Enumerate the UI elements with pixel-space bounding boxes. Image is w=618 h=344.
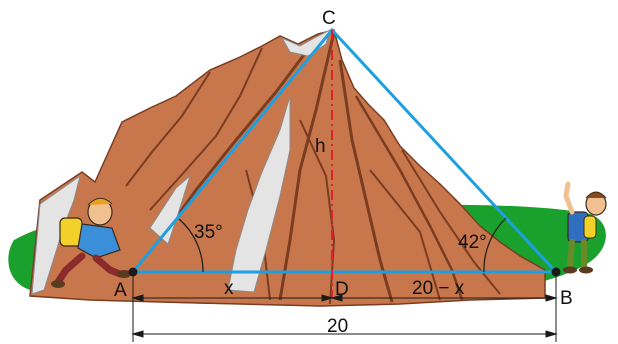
triangle-abc (129, 27, 560, 274)
snow-patch-left (31, 174, 81, 295)
hiker-left-illustration (51, 197, 131, 288)
angle-arc-a (178, 218, 204, 273)
point-b-dot (551, 267, 561, 277)
hiker-right-illustration (563, 181, 607, 274)
label-point-c: C (322, 8, 336, 29)
snow-patch-large (227, 95, 291, 293)
label-segment-x: x (224, 278, 234, 299)
label-angle-a: 35° (194, 222, 223, 243)
label-base-20: 20 (327, 316, 348, 337)
dimension-x (131, 294, 334, 302)
label-point-b: B (560, 288, 573, 309)
angle-arc-b (483, 217, 507, 273)
label-point-d: D (335, 279, 349, 300)
label-height-h: h (315, 136, 326, 157)
mountain-illustration (29, 29, 546, 307)
point-a-dot (128, 267, 138, 277)
label-segment-20-minus-x: 20 − x (412, 278, 465, 299)
label-angle-b: 42° (458, 232, 487, 253)
dimension-base-20 (131, 276, 558, 342)
label-point-a: A (114, 280, 127, 301)
dimension-20-minus-x (330, 294, 558, 302)
